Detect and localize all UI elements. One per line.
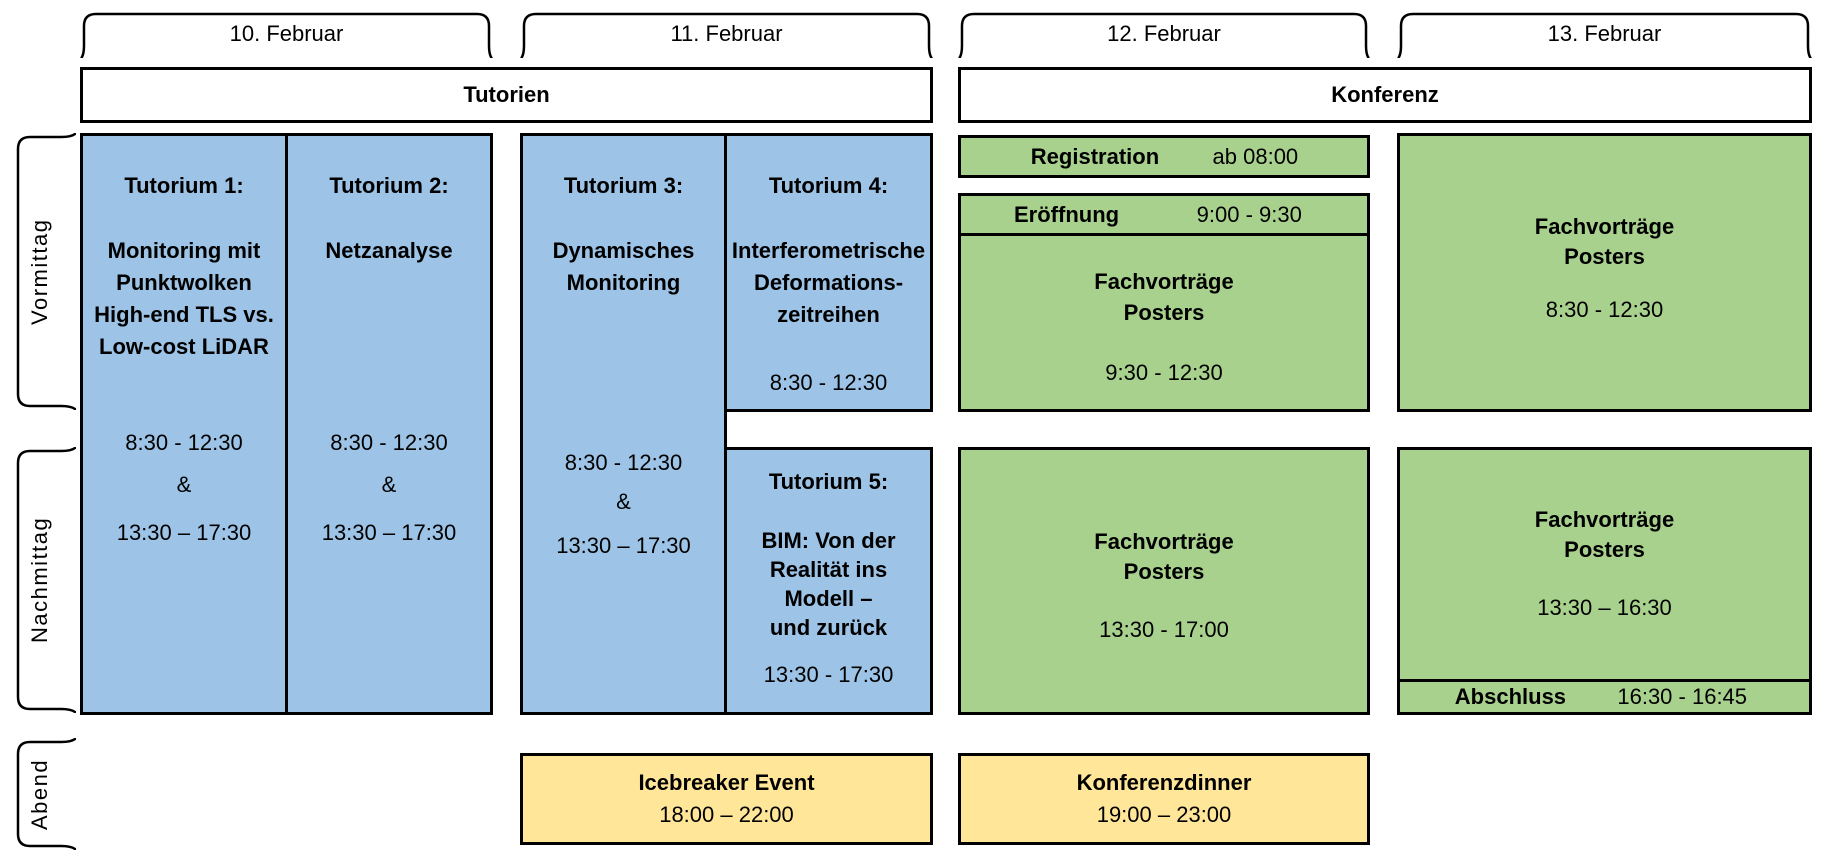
event-time: 8:30 - 12:30: [769, 370, 888, 395]
top-bracket-icon: [520, 12, 933, 58]
event-group-feb13-afternoon: Fachvorträge Posters 13:30 – 16:30 Absch…: [1397, 447, 1812, 715]
event-time-joiner: &: [176, 472, 192, 497]
event-title: Konferenzdinner: [1076, 770, 1252, 795]
event-tutorium-2: Tutorium 2: Netzanalyse 8:30 - 12:30 & 1…: [285, 136, 490, 712]
event-icebreaker: Icebreaker Event 18:00 – 22:00: [520, 753, 933, 845]
event-tutorium-5: Tutorium 5: BIM: Von der Realität ins Mo…: [724, 447, 933, 715]
left-bracket-icon: [16, 447, 76, 713]
event-registration: Registration ab 08:00: [958, 135, 1370, 178]
row-label-text: Nachmittag: [27, 516, 52, 644]
section-header-konferenz: Konferenz: [958, 67, 1812, 123]
event-time: 13:30 – 17:30: [556, 533, 691, 558]
event-title: Tutorium 3:: [563, 173, 684, 198]
event-group-feb12-morning: Eröffnung 9:00 - 9:30 Fachvorträge Poste…: [958, 193, 1370, 412]
event-time: 19:00 – 23:00: [1096, 802, 1232, 827]
event-description: Interferometrische Deformations- zeitrei…: [727, 235, 930, 331]
event-line: und zurück: [769, 615, 888, 640]
left-bracket-icon: [16, 133, 76, 410]
date-header-feb10: 10. Februar: [80, 10, 493, 58]
left-bracket-icon: [16, 738, 76, 850]
event-konferenzdinner: Konferenzdinner 19:00 – 23:00: [958, 753, 1370, 845]
event-time: 13:30 – 17:30: [116, 520, 252, 545]
tutorium-1-2-group: Tutorium 1: Monitoring mit Punktwolken H…: [80, 133, 493, 715]
event-line: Posters: [1564, 244, 1645, 269]
event-line: Realität ins: [769, 557, 888, 582]
row-label-text: Abend: [27, 758, 52, 830]
event-eroeffnung: Eröffnung 9:00 - 9:30: [961, 196, 1367, 236]
event-talks-feb12-afternoon: Fachvorträge Posters 13:30 - 17:00: [958, 447, 1370, 715]
date-label: 13. Februar: [1547, 21, 1662, 46]
event-time: 18:00 – 22:00: [659, 802, 794, 827]
event-line: Netzanalyse: [325, 238, 453, 263]
event-time: 13:30 – 16:30: [1537, 595, 1672, 620]
event-line: Posters: [1564, 537, 1645, 562]
date-header-feb11: 11. Februar: [520, 10, 933, 58]
event-title: Tutorium 2:: [329, 173, 449, 198]
event-time-joiner: &: [616, 489, 631, 514]
event-line: Fachvorträge: [1094, 269, 1234, 294]
event-title: Tutorium 1:: [124, 173, 244, 198]
event-title: Tutorium 5:: [768, 469, 889, 494]
event-line: Monitoring mit: [107, 238, 261, 263]
event-time: 8:30 - 12:30: [1545, 297, 1664, 322]
event-time: 9:30 - 12:30: [1105, 360, 1223, 385]
section-label: Tutorien: [463, 82, 550, 107]
event-title: Icebreaker Event: [638, 770, 815, 795]
event-label: Abschluss: [1454, 684, 1567, 709]
event-tutorium-4: Tutorium 4: Interferometrische Deformati…: [724, 133, 933, 412]
event-line: BIM: Von der: [761, 528, 896, 553]
date-header-feb12: 12. Februar: [958, 10, 1370, 58]
top-bracket-icon: [80, 12, 493, 58]
event-time: 9:00 - 9:30: [1196, 201, 1302, 227]
event-line: zeitreihen: [777, 302, 880, 327]
event-line: Dynamisches: [552, 238, 695, 263]
event-line: Low-cost LiDAR: [99, 334, 269, 359]
event-description: BIM: Von der Realität ins Modell – und z…: [727, 526, 930, 642]
event-time: ab 08:00: [1212, 143, 1299, 169]
event-tutorium-1: Tutorium 1: Monitoring mit Punktwolken H…: [83, 136, 285, 712]
event-abschluss: Abschluss 16:30 - 16:45: [1400, 679, 1809, 712]
event-line: Interferometrische: [731, 238, 926, 263]
event-line: Monitoring: [566, 270, 681, 295]
event-line: Posters: [1123, 300, 1205, 325]
event-time-joiner: &: [381, 472, 397, 497]
event-line: Deformations-: [753, 270, 904, 295]
date-header-feb13: 13. Februar: [1397, 10, 1812, 58]
event-label: Registration: [1030, 143, 1160, 169]
event-time: 8:30 - 12:30: [125, 430, 243, 455]
top-bracket-icon: [1397, 12, 1812, 58]
row-label-vormittag: Vormittag: [14, 133, 76, 410]
date-label: 11. Februar: [670, 21, 783, 46]
event-line: Punktwolken: [116, 270, 252, 295]
event-description: Dynamisches Monitoring: [523, 235, 724, 299]
date-label: 12. Februar: [1107, 21, 1221, 46]
top-bracket-icon: [958, 12, 1370, 58]
event-time: 8:30 - 12:30: [564, 450, 683, 475]
event-time: 13:30 - 17:00: [1099, 617, 1229, 642]
event-line: Fachvorträge: [1534, 507, 1675, 532]
row-label-text: Vormittag: [27, 218, 52, 325]
section-header-tutorien: Tutorien: [80, 67, 933, 123]
row-label-nachmittag: Nachmittag: [14, 447, 76, 713]
event-description: Netzanalyse: [288, 235, 490, 267]
event-title: Tutorium 4:: [768, 173, 889, 198]
event-tutorium-3: Tutorium 3: Dynamisches Monitoring 8:30 …: [520, 133, 727, 715]
event-line: Fachvorträge: [1094, 529, 1234, 554]
event-time: 16:30 - 16:45: [1617, 684, 1748, 709]
section-label: Konferenz: [1331, 82, 1439, 107]
event-label: Eröffnung: [1014, 201, 1120, 227]
event-talks-feb12-morning: Fachvorträge Posters 9:30 - 12:30: [961, 236, 1367, 409]
row-label-abend: Abend: [14, 738, 76, 850]
event-line: Fachvorträge: [1534, 214, 1675, 239]
event-time: 8:30 - 12:30: [330, 430, 448, 455]
event-line: Posters: [1123, 559, 1205, 584]
event-line: Modell –: [784, 586, 873, 611]
event-talks-feb13-morning: Fachvorträge Posters 8:30 - 12:30: [1397, 133, 1812, 412]
event-time: 13:30 – 17:30: [321, 520, 457, 545]
event-time: 13:30 - 17:30: [763, 662, 894, 687]
event-description: Monitoring mit Punktwolken High-end TLS …: [83, 235, 285, 363]
date-label: 10. Februar: [229, 21, 344, 46]
event-line: High-end TLS vs.: [94, 302, 274, 327]
